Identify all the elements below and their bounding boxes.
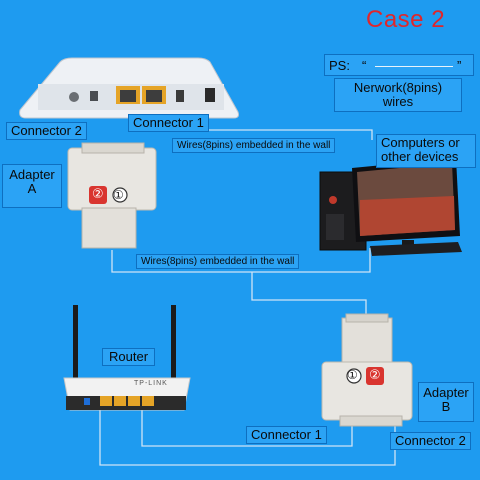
label-computers: Computers or other devices xyxy=(376,134,476,168)
label-adapter-a-line-2: A xyxy=(27,181,37,197)
label-connector-1-bottom: Connector 1 xyxy=(246,426,327,445)
label-adapter-b-line-1: Adapter xyxy=(423,385,469,400)
label-wires-top: Wires(8pins) embedded in the wall xyxy=(172,138,336,153)
label-connector-2-top: Connector 2 xyxy=(6,122,87,141)
label-adapter-a: Adapter A xyxy=(2,164,62,208)
label-router: Router xyxy=(102,348,156,367)
router-brand-text: TP-LINK xyxy=(134,380,168,387)
ps-note: PS: “ ” xyxy=(324,54,474,76)
wire-adapter-a-to-pc xyxy=(111,248,371,273)
ps-open-quote: “ xyxy=(362,58,367,73)
label-connector-1-top: Connector 1 xyxy=(128,114,209,133)
label-connector-2-bottom: Connector 2 xyxy=(390,432,471,451)
ps-close-quote: ” xyxy=(457,58,462,73)
adapter-b-port-1-badge: ① xyxy=(347,368,358,382)
label-adapter-b-line-2: B xyxy=(441,399,451,415)
ps-prefix: PS: xyxy=(329,58,350,73)
label-computers-line-2: other devices xyxy=(381,149,459,165)
legend-network-wires: Nerwork(8pins) wires xyxy=(334,78,462,112)
label-computers-line-1: Computers or xyxy=(381,135,460,150)
wire-wall-to-adapter-b xyxy=(251,272,367,318)
legend-line-1: Nerwork(8pins) xyxy=(353,80,443,95)
legend-line-2: wires xyxy=(382,94,414,110)
adapter-a-port-2-badge: ② xyxy=(92,187,104,202)
label-adapter-b: Adapter B xyxy=(418,382,474,422)
adapter-b-port-2-badge: ② xyxy=(369,368,381,383)
label-adapter-a-line-1: Adapter xyxy=(9,167,55,182)
adapter-a-port-1-badge: ① xyxy=(113,188,124,202)
case-title: Case 2 xyxy=(366,6,446,33)
wire-router-to-adapter-b xyxy=(141,408,353,447)
ps-wire-sample xyxy=(375,66,453,67)
label-wires-middle: Wires(8pins) embedded in the wall xyxy=(136,254,300,269)
